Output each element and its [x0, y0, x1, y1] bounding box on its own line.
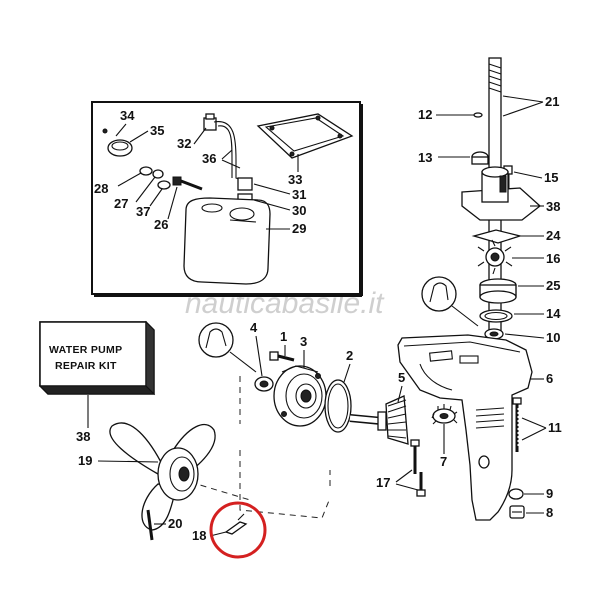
kit-box-line2: REPAIR KIT: [55, 360, 117, 372]
label-30: 30: [292, 203, 306, 218]
label-1: 1: [280, 329, 287, 344]
label-6: 6: [546, 371, 553, 386]
part-1-screw: [269, 351, 295, 362]
part-9-washer: [508, 488, 524, 500]
label-27: 27: [114, 196, 128, 211]
part-13-bushing: [471, 151, 489, 165]
part-35-cap: [102, 128, 133, 157]
part-7-pinion-gear: [431, 404, 458, 428]
label-36: 36: [202, 151, 216, 166]
kit-box-line1: WATER PUMP: [49, 344, 122, 356]
part-11-studs: [512, 397, 522, 452]
water-pump-kit-box: WATER PUMP REPAIR KIT: [38, 320, 156, 396]
label-20: 20: [168, 516, 182, 531]
part-26-screw: [172, 176, 203, 191]
part-16-impeller: [477, 239, 513, 275]
part-29-housing: [183, 197, 271, 285]
part-6-gearcase: [397, 334, 533, 521]
label-32: 32: [177, 136, 191, 151]
part-36-tube: [213, 121, 247, 183]
label-38-left: 38: [76, 429, 90, 444]
part-32-fitting: [203, 113, 217, 131]
part-38-pump-housing: [461, 166, 542, 221]
label-33: 33: [288, 172, 302, 187]
inset-box: [91, 101, 363, 297]
label-13: 13: [418, 150, 432, 165]
label-29: 29: [292, 221, 306, 236]
part-28-27-washers: [139, 166, 171, 190]
label-31: 31: [292, 187, 306, 202]
label-34: 34: [120, 108, 135, 123]
part-20-pin: [146, 509, 154, 541]
part-8-plug: [509, 505, 525, 519]
label-25: 25: [546, 278, 560, 293]
part-2-oring: [324, 379, 352, 433]
part-17-screws: [410, 439, 426, 497]
label-2: 2: [346, 348, 353, 363]
label-21: 21: [545, 94, 559, 109]
label-37: 37: [136, 204, 150, 219]
label-11: 11: [548, 420, 562, 435]
part-10-seal: [484, 328, 504, 340]
label-4: 4: [250, 320, 258, 335]
label-3: 3: [300, 334, 307, 349]
part-24-plate: [471, 229, 523, 244]
label-5: 5: [398, 370, 405, 385]
part-18-cotter-pin: [224, 513, 248, 535]
label-12: 12: [418, 107, 432, 122]
highlight-circle: [209, 501, 267, 559]
part-12-pin: [473, 112, 483, 118]
label-9: 9: [546, 486, 553, 501]
part-31-grommet: [237, 177, 253, 191]
label-38-right: 38: [546, 199, 560, 214]
part-3-bearing-housing: [273, 365, 327, 427]
label-26: 26: [154, 217, 168, 232]
label-35: 35: [150, 123, 164, 138]
part-5-propshaft-gear: [349, 395, 409, 445]
detail-callout-clip-right: [421, 276, 479, 327]
detail-callout-clip-left: [198, 322, 257, 373]
part-19-propeller: [109, 422, 216, 531]
label-18: 18: [192, 528, 206, 543]
label-17: 17: [376, 475, 390, 490]
label-10: 10: [546, 330, 560, 345]
label-15: 15: [544, 170, 558, 185]
label-8: 8: [546, 505, 553, 520]
label-7: 7: [440, 454, 447, 469]
part-4-washer: [254, 376, 274, 392]
label-16: 16: [546, 251, 560, 266]
label-19: 19: [78, 453, 92, 468]
part-14-oring: [479, 309, 513, 323]
label-24: 24: [546, 228, 561, 243]
alignment-dashes: [239, 376, 331, 519]
label-28: 28: [94, 181, 108, 196]
part-25-liner: [479, 278, 517, 304]
part-33-gasket: [256, 113, 354, 159]
label-14: 14: [546, 306, 561, 321]
